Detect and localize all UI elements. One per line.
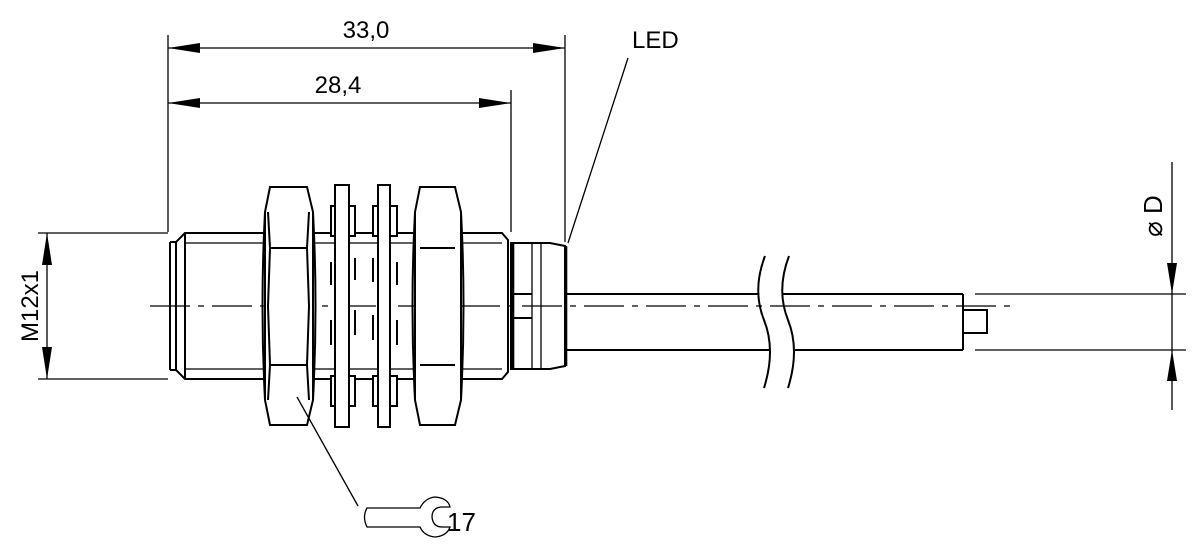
thread-length-label: 28,4 bbox=[315, 72, 362, 99]
wrench-size-label: 17 bbox=[447, 507, 476, 537]
break-marks bbox=[757, 255, 795, 389]
led-leader-line bbox=[567, 57, 629, 244]
diameter-label: ⌀ D bbox=[1138, 195, 1168, 237]
lock-washer-left bbox=[330, 184, 356, 428]
diameter-value: D bbox=[1138, 195, 1168, 214]
cable-gland bbox=[510, 242, 568, 370]
led-label: LED bbox=[632, 27, 679, 54]
lock-washer-right bbox=[372, 184, 398, 428]
dimension-cable-diameter bbox=[1167, 162, 1177, 410]
dimension-thread-length bbox=[168, 98, 511, 108]
hex-nut-right bbox=[411, 186, 465, 426]
dimension-thread bbox=[42, 233, 52, 379]
wrench-icon bbox=[363, 496, 451, 538]
diameter-symbol: ⌀ bbox=[1138, 221, 1168, 237]
thread-label: M12x1 bbox=[17, 270, 44, 342]
cable bbox=[566, 293, 988, 351]
hex-nut-left bbox=[261, 186, 317, 426]
wrench-leader-line bbox=[296, 396, 359, 507]
dimension-overall-length bbox=[168, 43, 565, 53]
overall-length-label: 33,0 bbox=[343, 17, 390, 44]
extension-lines bbox=[38, 35, 1186, 380]
